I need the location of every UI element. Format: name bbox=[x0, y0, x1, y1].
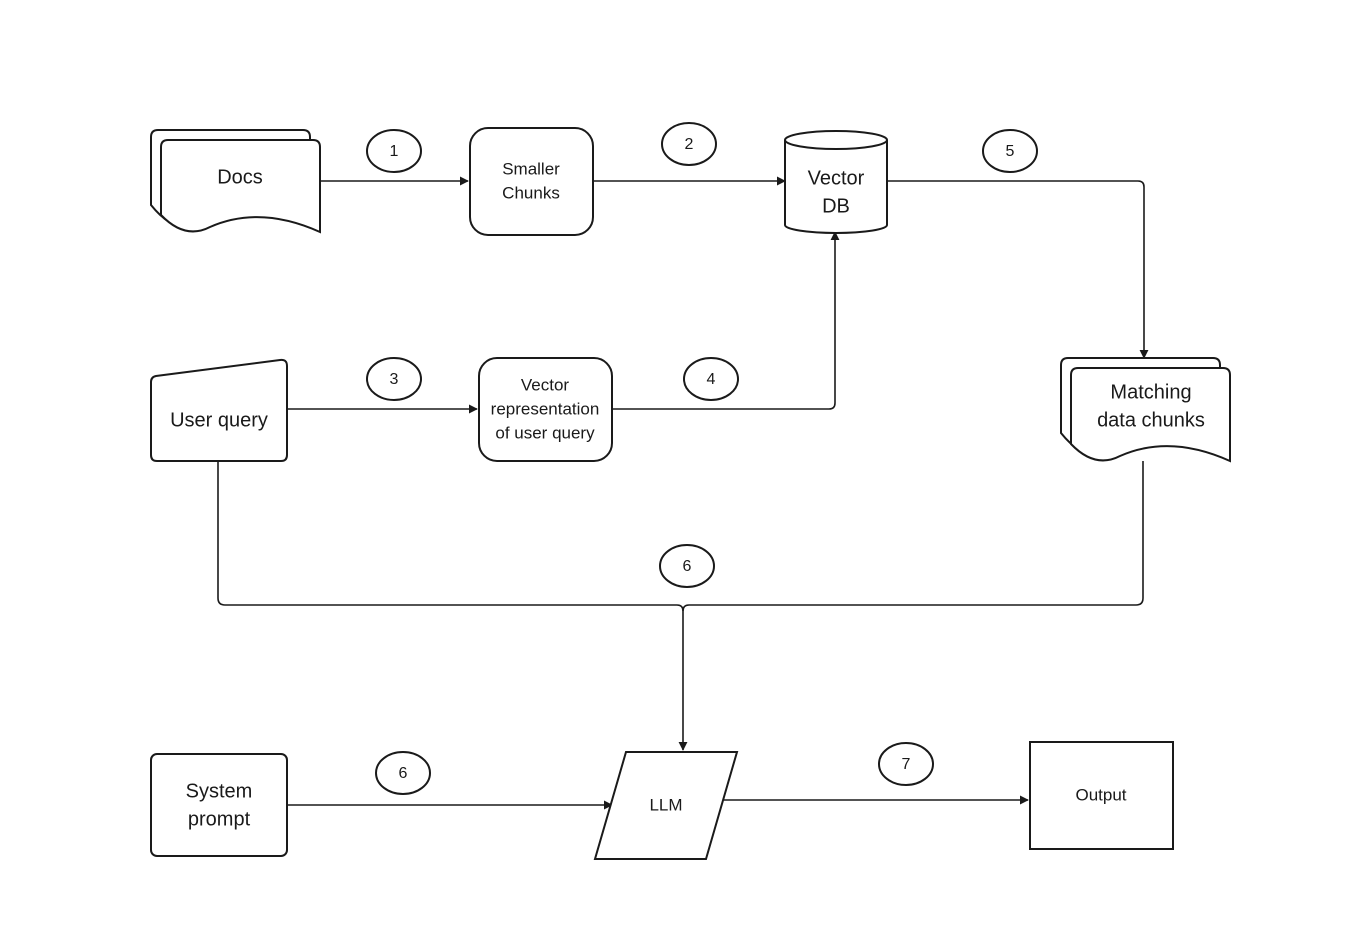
step-badge-3: 3 bbox=[366, 357, 422, 401]
step-badge-4: 4 bbox=[683, 357, 739, 401]
output-label: Output bbox=[1075, 785, 1126, 804]
step-badge-5-label: 5 bbox=[1006, 143, 1015, 160]
step-badge-6-merge: 6 bbox=[659, 544, 715, 588]
vector-representation-label-line-3: of user query bbox=[495, 423, 595, 442]
step-badge-6-prompt: 6 bbox=[375, 751, 431, 795]
matching-chunks-label-line-1: Matching bbox=[1110, 381, 1191, 403]
system-prompt-node: System prompt bbox=[150, 753, 288, 857]
user-query-label: User query bbox=[170, 409, 268, 431]
vector-db-label-line-2: DB bbox=[822, 195, 850, 217]
step-badge-7: 7 bbox=[878, 742, 934, 786]
system-prompt-label-line-2: prompt bbox=[188, 808, 251, 830]
arrow-user-query-to-llm bbox=[217, 461, 688, 751]
connector-matching-chunks-to-llm bbox=[682, 461, 1144, 612]
llm-label: LLM bbox=[649, 795, 682, 814]
vector-representation-node: Vector representation of user query bbox=[478, 357, 613, 462]
vector-db-label-line-1: Vector bbox=[808, 167, 865, 189]
smaller-chunks-label-line-1: Smaller bbox=[502, 159, 560, 178]
step-badge-1: 1 bbox=[366, 129, 422, 173]
step-badge-7-label: 7 bbox=[902, 756, 911, 773]
docs-node: Docs bbox=[150, 129, 321, 234]
matching-chunks-label-line-2: data chunks bbox=[1097, 409, 1205, 431]
step-badge-6-prompt-label: 6 bbox=[399, 765, 408, 782]
vector-representation-label-line-2: representation bbox=[491, 399, 600, 418]
step-badge-5: 5 bbox=[982, 129, 1038, 173]
step-badge-6-merge-label: 6 bbox=[683, 558, 692, 575]
step-badge-3-label: 3 bbox=[390, 371, 399, 388]
step-badge-2-label: 2 bbox=[685, 136, 694, 153]
step-badge-1-label: 1 bbox=[390, 143, 399, 160]
user-query-node: User query bbox=[150, 358, 288, 462]
matching-chunks-node: Matching data chunks bbox=[1060, 357, 1231, 463]
vector-representation-label-line-1: Vector bbox=[521, 375, 570, 394]
docs-label: Docs bbox=[217, 166, 263, 188]
step-badge-4-label: 4 bbox=[707, 371, 716, 388]
smaller-chunks-node: Smaller Chunks bbox=[469, 127, 594, 236]
llm-node: LLM bbox=[593, 751, 739, 860]
system-prompt-label-line-1: System bbox=[186, 780, 253, 802]
step-badge-2: 2 bbox=[661, 122, 717, 166]
smaller-chunks-label-line-2: Chunks bbox=[502, 183, 560, 202]
vector-db-node: Vector DB bbox=[784, 130, 888, 234]
arrow-vector-to-vector-db bbox=[612, 231, 840, 410]
output-node: Output bbox=[1029, 741, 1174, 850]
arrow-vector-db-to-matching-chunks bbox=[887, 180, 1149, 359]
